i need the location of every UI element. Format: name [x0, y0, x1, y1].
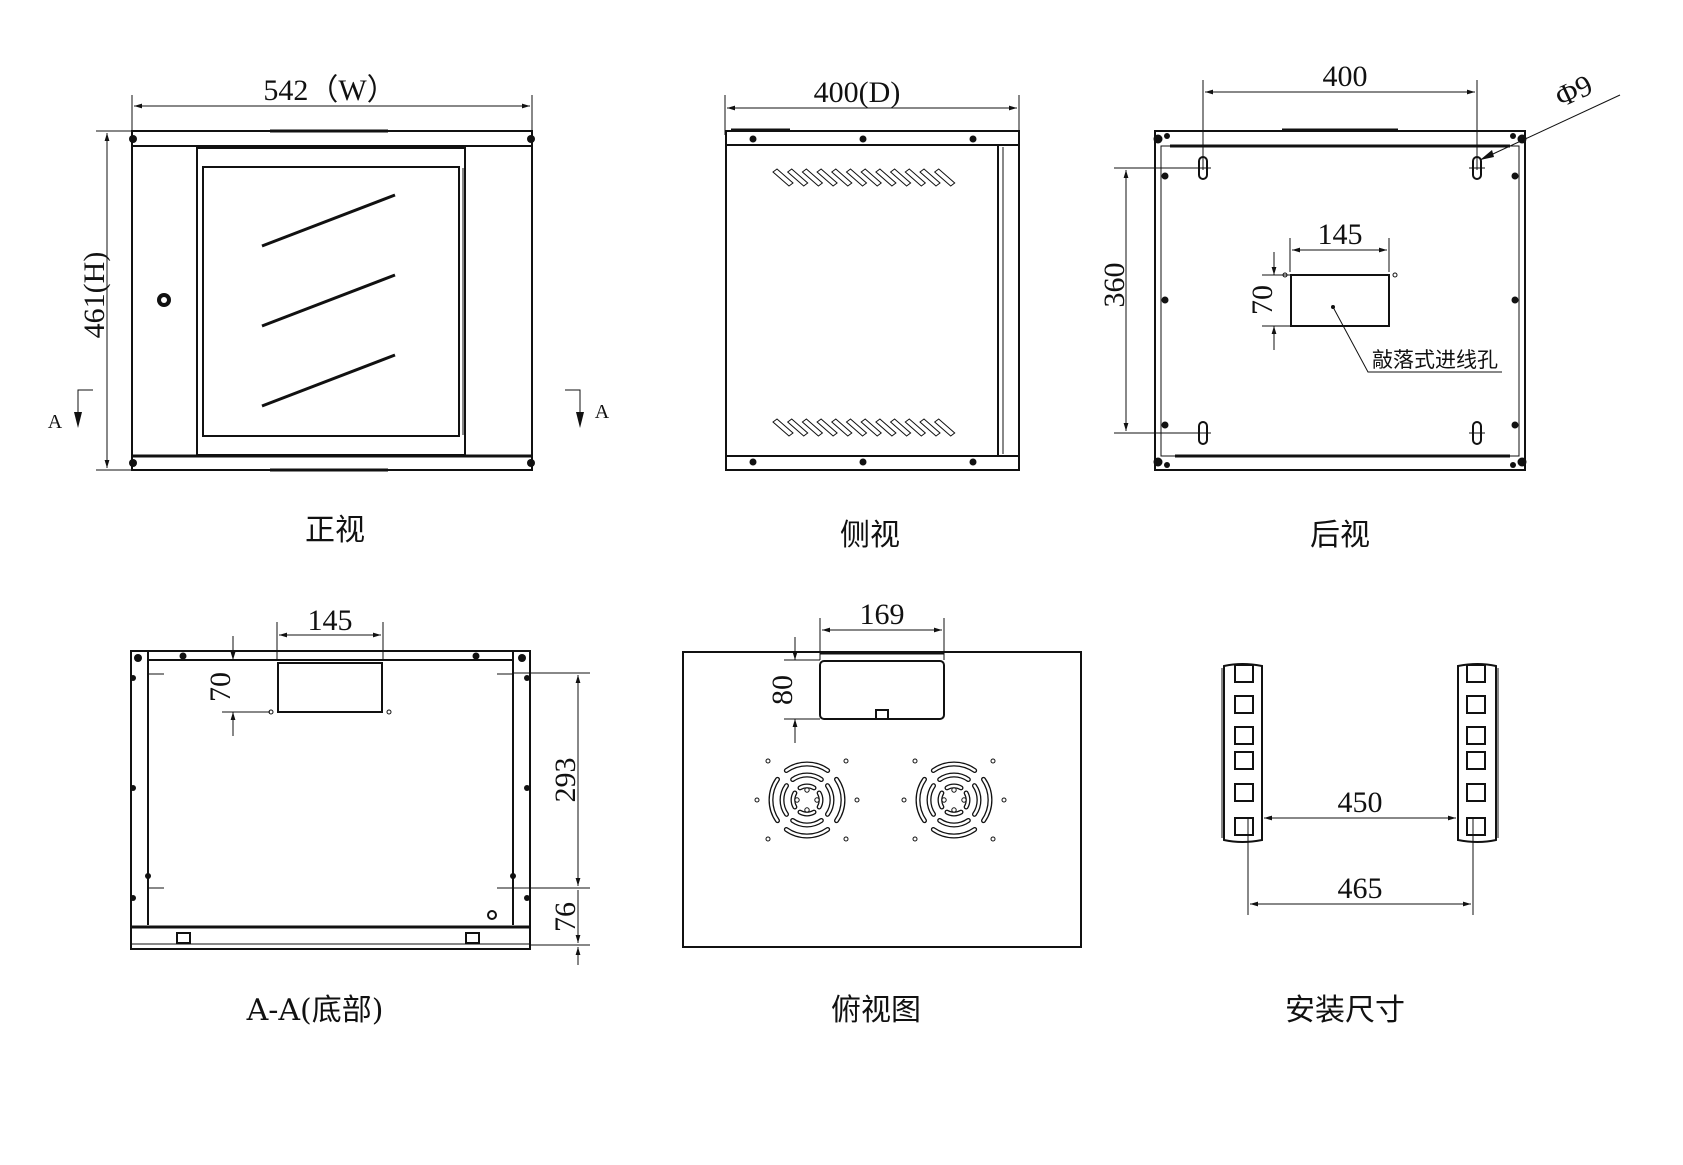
front-view: 542（W） 461(H) A [48, 74, 610, 548]
section-mark-left: A [48, 389, 93, 433]
knockout-height-dimension-label: 70 [204, 672, 237, 702]
rail-hole [1234, 751, 1254, 770]
louver-slot [816, 418, 838, 437]
rail-hole [1234, 664, 1254, 683]
louver-slot [786, 418, 809, 437]
mounting-rail-right [1457, 663, 1499, 843]
vertical-spacing-dimension-label: 360 [1098, 263, 1131, 308]
mounting-dimensions-view: 450 465 安装尺寸 [1221, 663, 1499, 1028]
louver-slot [845, 418, 868, 437]
louver-slot [904, 418, 927, 437]
keyhole-mount-icon [1195, 421, 1211, 445]
keyhole-mount-icon [1469, 156, 1485, 180]
mounting-view-caption: 安装尺寸 [1285, 993, 1405, 1028]
depth-dimension-label-1: 293 [549, 758, 582, 803]
hole-diameter-label: Φ9 [1550, 69, 1597, 115]
louver-slot [786, 168, 809, 187]
keyhole-mount-icon [1469, 421, 1485, 445]
width-dimension-label: 542（W） [263, 74, 396, 107]
depth-dimension-label: 400(D) [814, 76, 901, 109]
louver-slot [904, 168, 927, 187]
front-view-caption: 正视 [305, 513, 365, 548]
knockout-height-dimension-label: 70 [1246, 285, 1279, 315]
rail-hole [1466, 817, 1486, 836]
keyhole-mount-icon [1195, 156, 1211, 180]
glass-panel [202, 166, 460, 437]
louver-slot [933, 168, 956, 187]
top-view-caption: 俯视图 [831, 993, 921, 1028]
depth-dimension-label-2: 76 [549, 902, 582, 932]
vent-louvers-top [772, 168, 956, 187]
louver-slot [831, 418, 853, 437]
section-mark-right: A [565, 389, 610, 428]
knockout-opening [277, 662, 383, 713]
louver-slot [860, 168, 882, 187]
knockout-opening [1290, 274, 1390, 327]
louver-slot [801, 168, 824, 187]
knockout-leader-line [1332, 306, 1502, 373]
rail-hole [1234, 695, 1254, 714]
rail-hole [1466, 783, 1486, 802]
vent-louvers-bottom [772, 418, 956, 437]
rear-view-caption: 后视 [1310, 518, 1370, 553]
diameter-leader-line [1479, 94, 1621, 161]
louver-slot [845, 168, 868, 187]
louver-slot [875, 418, 897, 437]
fan-grille-icon [754, 758, 860, 842]
fan-grille-icon [901, 758, 1007, 842]
hole-spacing-dimension-label: 400 [1323, 60, 1368, 93]
door-lock-icon [157, 293, 171, 307]
rail-hole [1466, 695, 1486, 714]
louver-slot [801, 418, 824, 437]
bottom-view-caption: A-A(底部) [246, 993, 384, 1028]
side-panel-outline [725, 130, 1020, 471]
side-view: 400(D) 侧视 [724, 76, 1020, 553]
knockout-note-label: 敲落式进线孔 [1372, 348, 1498, 372]
rear-panel-outline [1154, 130, 1526, 471]
rail-hole [1466, 751, 1486, 770]
rail-hole [1466, 664, 1486, 683]
louver-slot [919, 418, 941, 437]
rail-hole [1466, 726, 1486, 745]
louver-slot [831, 168, 853, 187]
top-panel-outline [682, 651, 1082, 948]
rail-hole [1234, 726, 1254, 745]
louver-slot [860, 418, 882, 437]
svg-text:A: A [48, 411, 63, 433]
bottom-panel-outline [130, 650, 531, 950]
knockout-width-dimension-label: 145 [308, 604, 353, 637]
glass-door-frame [196, 147, 466, 456]
opening-height-dimension-label: 80 [766, 675, 799, 705]
opening-width-dimension-label: 169 [860, 598, 905, 631]
louver-slot [919, 168, 941, 187]
louver-slot [889, 418, 912, 437]
top-view: 169 80 俯视图 [682, 598, 1082, 1028]
louver-slot [772, 168, 794, 187]
rail-hole [1234, 817, 1254, 836]
inner-dimension-label: 450 [1338, 786, 1383, 819]
louver-slot [875, 168, 897, 187]
bottom-section-view: 145 70 293 76 A-A(底部) [130, 604, 590, 1028]
outer-dimension-label: 465 [1338, 872, 1383, 905]
louver-slot [933, 418, 956, 437]
mounting-rail-left [1221, 663, 1263, 843]
rear-view: 400 Φ9 360 145 70 [1098, 60, 1621, 553]
louver-slot [816, 168, 838, 187]
side-view-caption: 侧视 [840, 518, 900, 553]
louver-slot [889, 168, 912, 187]
rail-hole [1234, 783, 1254, 802]
louver-slot [772, 418, 794, 437]
svg-text:A: A [595, 401, 610, 423]
height-dimension-label: 461(H) [78, 252, 111, 339]
knockout-width-dimension-label: 145 [1318, 218, 1363, 251]
